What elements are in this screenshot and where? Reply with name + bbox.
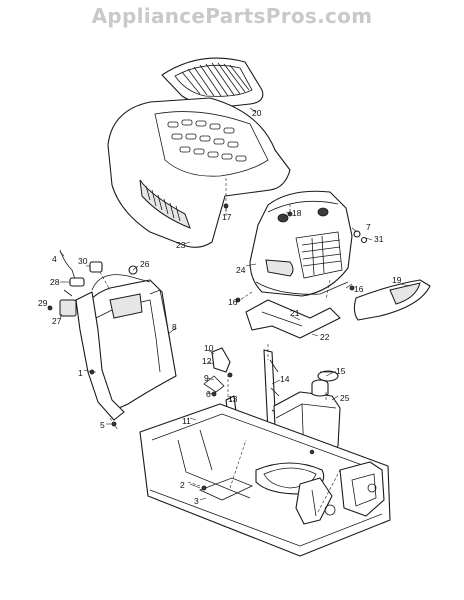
callout-16: 16 bbox=[228, 297, 238, 307]
hood-top-grille bbox=[161, 57, 264, 107]
callout-9: 9 bbox=[204, 373, 209, 383]
front-bumper bbox=[353, 279, 431, 321]
callout-25: 25 bbox=[340, 393, 350, 403]
callout-11: 11 bbox=[182, 416, 191, 426]
callout-30: 30 bbox=[78, 256, 88, 266]
watermark: AppliancePartsPros.com bbox=[91, 4, 373, 28]
assembly-guides bbox=[90, 178, 331, 487]
callout-1: 1 bbox=[78, 368, 83, 378]
callout-3: 3 bbox=[194, 496, 199, 506]
callout-6: 6 bbox=[206, 389, 211, 399]
callout-18: 18 bbox=[292, 208, 302, 218]
callout-21: 21 bbox=[290, 308, 300, 318]
callout-23: 23 bbox=[176, 240, 186, 250]
callout-4: 4 bbox=[52, 254, 57, 264]
callout-22: 22 bbox=[320, 332, 330, 342]
dash-panel bbox=[75, 274, 177, 421]
chassis-frame bbox=[139, 403, 391, 557]
hood bbox=[107, 97, 291, 248]
callout-27: 27 bbox=[52, 316, 62, 326]
front-grille bbox=[249, 190, 353, 297]
callout-8: 8 bbox=[172, 322, 177, 332]
callout-31: 31 bbox=[374, 234, 384, 244]
callout-28: 28 bbox=[50, 277, 60, 287]
callout-13: 13 bbox=[228, 394, 238, 404]
grille-bracket bbox=[245, 299, 341, 339]
callout-15: 15 bbox=[336, 366, 346, 376]
callout-14: 14 bbox=[280, 374, 290, 384]
callout-16b: 16 bbox=[354, 284, 364, 294]
callout-17: 17 bbox=[222, 212, 232, 222]
callout-26: 26 bbox=[140, 259, 150, 269]
callout-2: 2 bbox=[180, 480, 185, 490]
callout-5: 5 bbox=[100, 420, 105, 430]
leader-lines bbox=[47, 107, 411, 501]
callout-7: 7 bbox=[366, 222, 371, 232]
callout-10: 10 bbox=[204, 343, 214, 353]
callout-24: 24 bbox=[236, 265, 246, 275]
callout-19: 19 bbox=[392, 275, 402, 285]
callout-labels: 20 17 18 23 7 31 24 26 4 30 28 16 16 19 … bbox=[38, 108, 402, 506]
callout-12: 12 bbox=[202, 356, 212, 366]
callout-20: 20 bbox=[252, 108, 262, 118]
callout-29: 29 bbox=[38, 298, 48, 308]
